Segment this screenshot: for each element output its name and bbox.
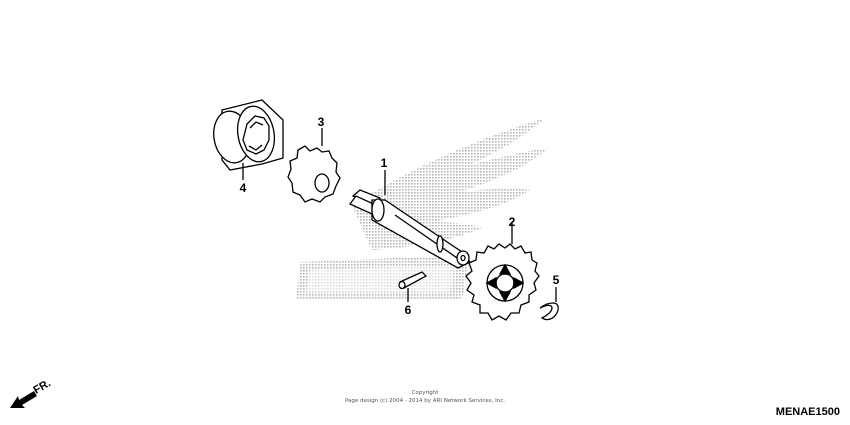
direction-label: FR.: [32, 377, 53, 396]
sprocket-part: [465, 222, 540, 321]
copyright-title: Copyright: [412, 390, 440, 396]
callout-1: 1: [381, 156, 388, 170]
outer-rotor-part: [213, 99, 284, 180]
callout-3: 3: [318, 115, 325, 129]
callout-5: 5: [553, 273, 560, 287]
front-direction-indicator: FR.: [10, 377, 53, 408]
callout-6: 6: [405, 303, 412, 317]
callout-2: 2: [509, 215, 516, 229]
inner-rotor-part: [287, 128, 341, 203]
copyright-notice: Page design (c) 2004 - 2014 by ARI Netwo…: [345, 398, 505, 404]
clip-part: [539, 287, 559, 321]
arrow-icon: [10, 391, 37, 408]
callout-4: 4: [240, 181, 247, 195]
diagram-code: MENAE1500: [776, 406, 840, 418]
pin-part: [398, 271, 428, 302]
